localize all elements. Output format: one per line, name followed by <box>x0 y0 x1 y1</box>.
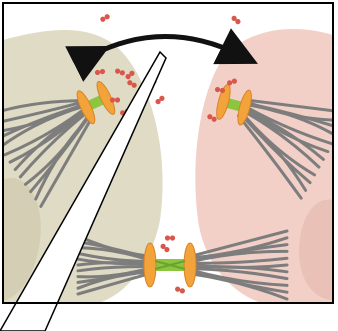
bottom-kinetochore-plate-left <box>144 243 156 287</box>
bottom-kinetochore-plate-right <box>184 243 196 287</box>
